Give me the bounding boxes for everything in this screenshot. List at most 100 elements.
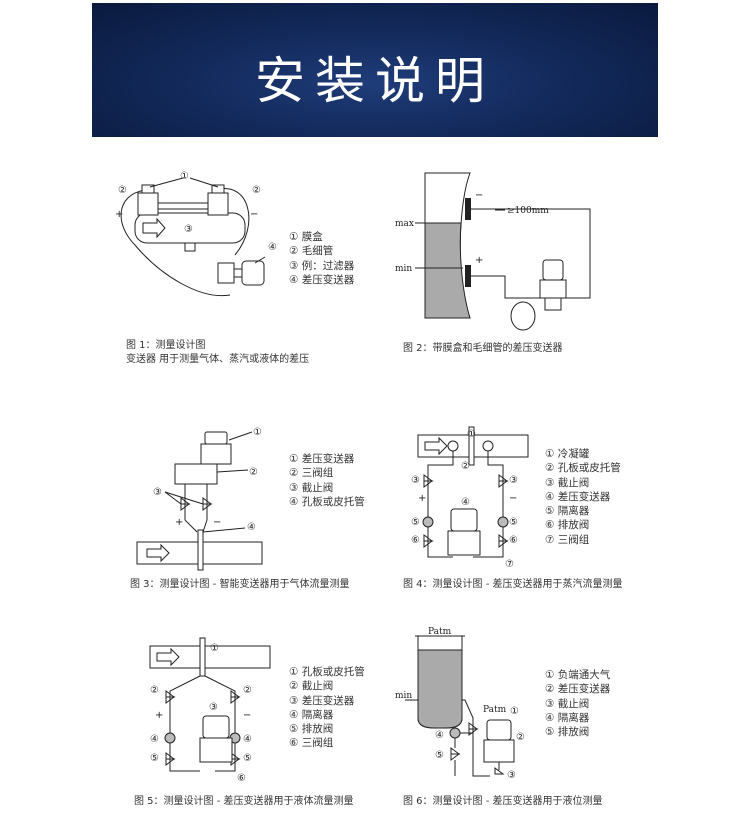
figure-5: ① ② ② ③ ④ ④ ⑤ ⑤ ⑥ + − (145, 636, 280, 786)
figure-4-marker-plus: + (418, 493, 426, 504)
figure-4-marker-1: ① (467, 429, 476, 440)
figure-2-label-min: min (395, 264, 412, 274)
figure-5-marker-1: ① (210, 643, 219, 654)
figure-5-marker-2a: ② (150, 685, 159, 696)
legend-item: ③ 例：过滤器 (289, 259, 355, 272)
legend-item: ① 膜盒 (289, 231, 323, 243)
figure-4-legend: ① 冷凝罐 ② 孔板或皮托管 ③ 截止阀 ④ 差压变送器 ⑤ 隔离器 ⑥ 排放阀… (545, 447, 621, 547)
figure-4-marker-6a: ⑥ (411, 535, 420, 546)
figure-5-marker-4b: ④ (243, 734, 252, 745)
legend-item: ② 毛细管 (289, 245, 334, 258)
figure-5-marker-minus: − (243, 710, 251, 721)
figure-6-marker-4: ④ (435, 730, 444, 741)
figure-5-marker-3: ③ (209, 702, 218, 713)
figure-1-marker-plus: + (115, 209, 123, 220)
figure-3-marker-2: ② (249, 467, 258, 478)
legend-item: ④ 隔离器 (545, 711, 590, 724)
caption-line: 图 2：带膜盒和毛细管的差压变送器 (403, 343, 563, 354)
figure-5-marker-2b: ② (243, 685, 252, 696)
figure-6-marker-2: ② (516, 732, 525, 743)
legend-item: ① 差压变送器 (289, 453, 355, 465)
figure-3-marker-minus: − (213, 517, 221, 528)
legend-item: ① 孔板或皮托管 (289, 666, 365, 678)
figure-6-diagram: Patm Patm min ① ② ③ ④ ⑤ (395, 627, 525, 781)
figure-4-marker-6b: ⑥ (509, 535, 518, 546)
figure-1-marker-2a: ② (118, 185, 127, 196)
legend-item: ④ 孔板或皮托管 (289, 495, 365, 508)
figure-5-marker-5a: ⑤ (150, 753, 159, 764)
figure-4-marker-2: ② (461, 461, 470, 472)
figure-4-marker-3a: ③ (411, 475, 420, 486)
figure-1-marker-3: ③ (184, 224, 193, 235)
figure-4: ① ② ③ ③ ④ ⑤ ⑤ ⑥ ⑥ ⑦ + − (411, 425, 533, 575)
figure-5-marker-5b: ⑤ (243, 753, 252, 764)
figure-4-marker-5b: ⑤ (509, 517, 518, 528)
figure-2-marker-minus: − (475, 190, 483, 201)
figure-4-marker-7: ⑦ (505, 559, 514, 570)
figure-1-marker-1: ① (180, 171, 189, 182)
legend-item: ⑥ 排放阀 (545, 519, 590, 532)
legend-item: ③ 截止阀 (545, 476, 590, 489)
figure-6-marker-5: ⑤ (435, 750, 444, 761)
legend-item: ④ 隔离器 (289, 708, 334, 721)
figure-5-marker-6: ⑥ (237, 773, 246, 784)
figure-3-marker-3: ③ (153, 487, 162, 498)
figure-2-label-max: max (395, 219, 414, 229)
legend-item: ⑤ 排放阀 (289, 723, 334, 736)
figure-6-caption: 图 6：测量设计图 - 差压变送器用于液位测量 (403, 795, 603, 809)
figure-5-diagram: ① ② ② ③ ④ ④ ⑤ ⑤ ⑥ + − (149, 637, 271, 784)
figure-4-marker-3b: ③ (509, 475, 518, 486)
figure-6-label-min: min (395, 691, 412, 701)
caption-line: 变送器 用于测量气体、蒸汽或液体的差压 (126, 354, 310, 365)
figure-3-caption: 图 3：测量设计图 - 智能变送器用于气体流量测量 (130, 578, 350, 592)
figure-3-marker-4: ④ (247, 522, 256, 533)
figure-6-marker-1: ① (510, 706, 519, 717)
figure-3: ① ② ③ ④ + − (135, 420, 275, 571)
figure-1-caption: 图 1：测量设计图 变送器 用于测量气体、蒸汽或液体的差压 (126, 339, 309, 367)
caption-line: 图 5：测量设计图 - 差压变送器用于液体流量测量 (134, 796, 354, 807)
figure-1-legend: ① 膜盒 ② 毛细管 ③ 例：过滤器 ④ 差压变送器 (289, 230, 354, 287)
legend-item: ③ 差压变送器 (289, 694, 355, 707)
legend-item: ① 冷凝罐 (545, 448, 590, 460)
page-title: 安装说明 (255, 52, 495, 110)
legend-item: ⑤ 隔离器 (545, 505, 590, 518)
figure-6-marker-3: ③ (507, 770, 516, 781)
figure-3-marker-plus: + (175, 517, 183, 528)
figure-4-marker-minus: − (509, 493, 517, 504)
figure-2: max min ≥100mm − + (395, 168, 615, 338)
figure-1-marker-2b: ② (252, 185, 261, 196)
figure-5-caption: 图 5：测量设计图 - 差压变送器用于液体流量测量 (134, 795, 354, 809)
figure-1: ① ② ② ③ ④ + − (110, 165, 280, 315)
legend-item: ④ 差压变送器 (545, 490, 611, 503)
figure-6: Patm Patm min ① ② ③ ④ ⑤ (395, 627, 530, 783)
figure-5-marker-4a: ④ (150, 734, 159, 745)
figure-6-legend: ① 负端通大气 ② 差压变送器 ③ 截止阀 ④ 隔离器 ⑤ 排放阀 (545, 668, 610, 739)
legend-item: ③ 截止阀 (289, 481, 334, 494)
caption-line: 图 4：测量设计图 - 差压变送器用于蒸汽流量测量 (403, 579, 623, 590)
header-banner: 安装说明 (92, 3, 658, 137)
figure-1-marker-4: ④ (268, 242, 277, 253)
figure-4-diagram: ① ② ③ ③ ④ ⑤ ⑤ ⑥ ⑥ ⑦ + − (411, 426, 529, 570)
figure-4-marker-5a: ⑤ (411, 517, 420, 528)
figure-2-marker-plus: + (475, 255, 483, 266)
figure-1-diagram: ① ② ② ③ ④ + − (115, 171, 277, 297)
legend-item: ② 差压变送器 (545, 683, 611, 696)
figure-3-legend: ① 差压变送器 ② 三阀组 ③ 截止阀 ④ 孔板或皮托管 (289, 452, 365, 509)
legend-item: ⑥ 三阀组 (289, 737, 334, 750)
legend-item: ⑦ 三阀组 (545, 533, 590, 546)
legend-item: ③ 截止阀 (545, 697, 590, 710)
legend-item: ④ 差压变送器 (289, 273, 355, 286)
legend-item: ② 孔板或皮托管 (545, 462, 621, 475)
figure-2-caption: 图 2：带膜盒和毛细管的差压变送器 (403, 342, 563, 356)
caption-line: 图 1：测量设计图 (126, 340, 206, 351)
figure-4-caption: 图 4：测量设计图 - 差压变送器用于蒸汽流量测量 (403, 578, 623, 592)
figure-1-marker-minus: − (250, 209, 258, 220)
figure-6-label-patm-top: Patm (428, 627, 452, 637)
figure-3-marker-1: ① (253, 427, 262, 438)
figure-5-legend: ① 孔板或皮托管 ② 截止阀 ③ 差压变送器 ④ 隔离器 ⑤ 排放阀 ⑥ 三阀组 (289, 665, 365, 751)
figure-6-label-patm: Patm (483, 705, 507, 715)
figure-3-diagram: ① ② ③ ④ + − (136, 427, 263, 571)
caption-line: 图 3：测量设计图 - 智能变送器用于气体流量测量 (130, 579, 350, 590)
caption-line: 图 6：测量设计图 - 差压变送器用于液位测量 (403, 796, 603, 807)
legend-item: ② 截止阀 (289, 680, 334, 693)
